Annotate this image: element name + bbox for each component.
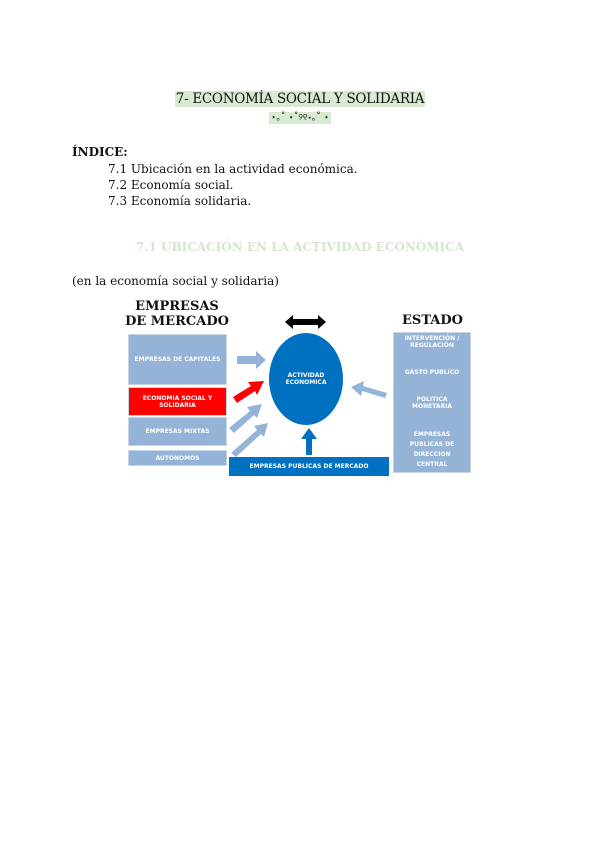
estado-item: POLITICA MONETARIA <box>412 396 452 410</box>
right-title: ESTADO <box>402 313 463 328</box>
decoration: ⋆｡˚ ⋆˚୨୧⋆｡˚ ⋆ <box>0 110 600 124</box>
page-title: 7- ECONOMÍA SOCIAL Y SOLIDARIA <box>0 91 600 107</box>
note: (en la economía social y solidaria) <box>72 274 279 288</box>
arrow-icon <box>237 351 266 369</box>
arrow-icon <box>351 381 387 398</box>
box-autonomos: AUTONOMOS <box>128 450 227 466</box>
red-arrow-icon <box>233 381 264 403</box>
box-empresas-publicas-mercado: EMPRESAS PUBLICAS DE MERCADO <box>229 457 389 476</box>
box-economia-social: ECONOMIA SOCIAL Y SOLIDARIA <box>128 387 227 416</box>
arrow-icon <box>229 404 262 433</box>
section-heading: 7.1 UBICACIÓN EN LA ACTIVIDAD ECONÓMICA <box>135 240 465 254</box>
title-text: 7- ECONOMÍA SOCIAL Y SOLIDARIA <box>174 91 426 107</box>
index-item: 7.1 Ubicación en la actividad económica. <box>108 162 358 176</box>
box-empresas-capitales: EMPRESAS DE CAPITALES <box>128 334 227 385</box>
index-item: 7.3 Economía solidaria. <box>108 194 252 208</box>
box-empresas-mixtas: EMPRESAS MIXTAS <box>128 417 227 446</box>
index-heading: ÍNDICE: <box>72 145 128 159</box>
box-estado: INTERVENCIÓN / REGULACIÓN GASTO PUBLICO … <box>393 332 471 473</box>
double-arrow-icon <box>285 315 326 329</box>
estado-item: GASTO PUBLICO <box>404 369 460 376</box>
decoration-text: ⋆｡˚ ⋆˚୨୧⋆｡˚ ⋆ <box>268 112 332 124</box>
arrow-icon <box>231 423 268 457</box>
center-label: ACTIVIDAD ECONOMICA <box>285 372 327 386</box>
left-title-line: EMPRESAS <box>135 299 219 314</box>
up-arrow-icon <box>301 428 317 455</box>
estado-item: EMPRESAS PUBLICAS DE DIRECCION CENTRAL <box>409 431 455 468</box>
estado-item: INTERVENCIÓN / REGULACIÓN <box>404 335 460 349</box>
left-title-line: DE MERCADO <box>125 314 229 329</box>
center-circle <box>269 333 343 425</box>
index-item: 7.2 Economía social. <box>108 178 234 192</box>
